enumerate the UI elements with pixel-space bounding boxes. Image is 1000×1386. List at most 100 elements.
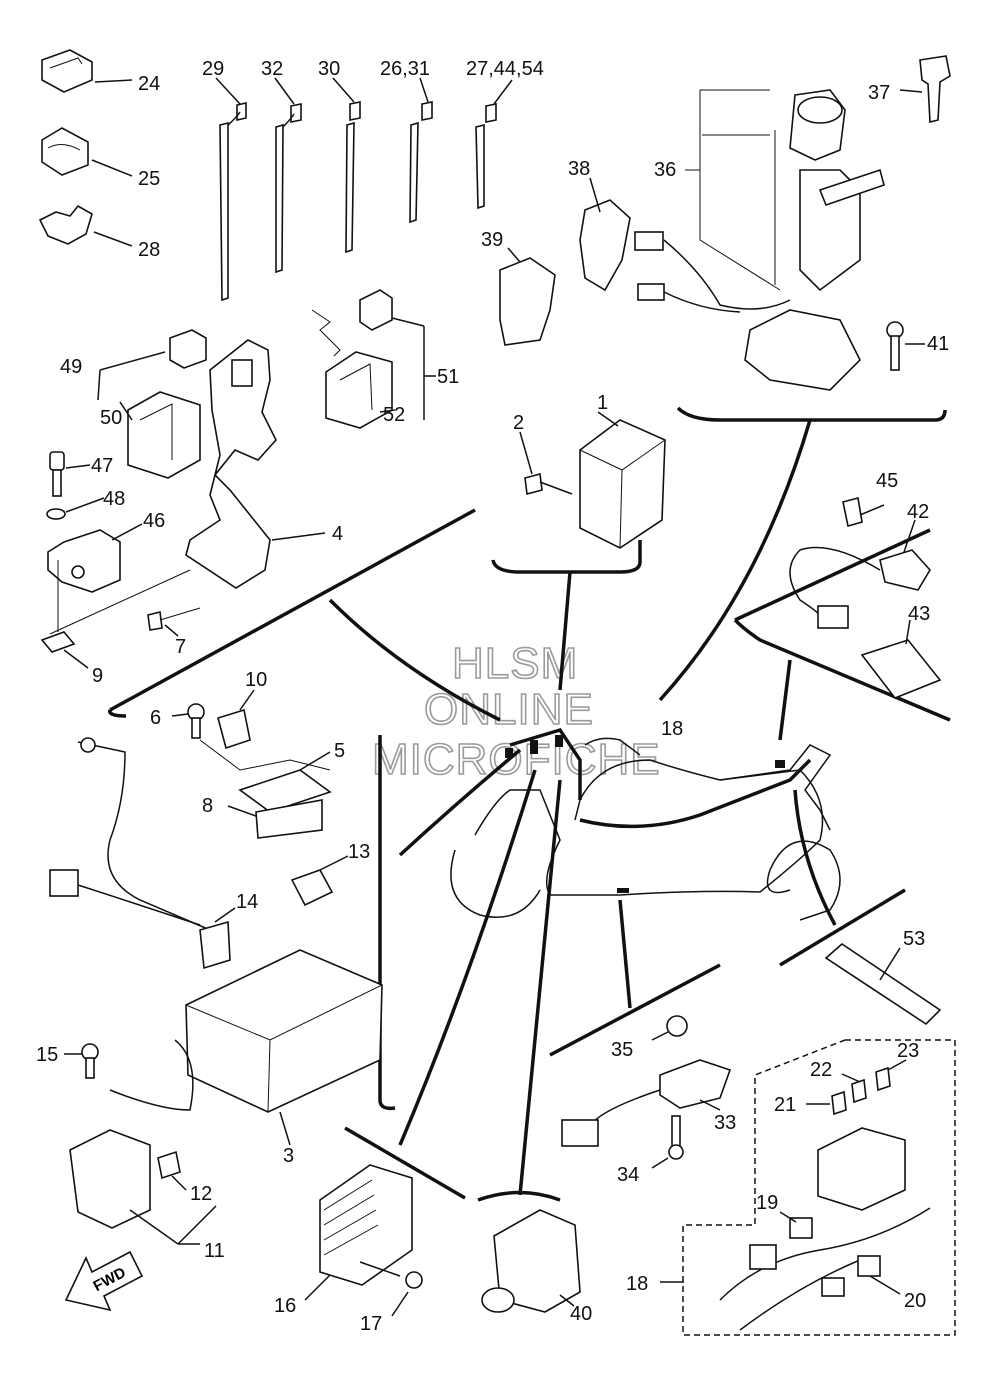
label-18-top: 18 xyxy=(661,718,683,740)
label-1: 1 xyxy=(597,392,608,414)
part-46 xyxy=(47,529,121,593)
part-3-battery xyxy=(185,949,383,1113)
bracket-tab xyxy=(231,359,253,387)
label-51: 51 xyxy=(437,366,459,388)
part-40-group xyxy=(481,1209,581,1313)
watermark-line-1: HLSM xyxy=(452,639,578,688)
label-24: 24 xyxy=(138,73,160,95)
label-28: 28 xyxy=(138,239,160,261)
main-switch-base xyxy=(744,309,861,391)
part-23 xyxy=(875,1066,891,1092)
part-11 xyxy=(69,1129,151,1229)
cable-tie-30 xyxy=(332,77,361,254)
label-49: 49 xyxy=(60,356,82,378)
label-26-31: 26,31 xyxy=(380,58,430,80)
clip-25 xyxy=(41,127,89,176)
part-50 xyxy=(127,391,201,479)
label-14: 14 xyxy=(236,891,258,913)
fwd-arrow: FWD xyxy=(64,1250,144,1312)
connector-a xyxy=(634,231,664,251)
label-53: 53 xyxy=(903,928,925,950)
label-9: 9 xyxy=(92,665,103,687)
sensor-connector xyxy=(817,605,849,629)
boundary-lean-sensor xyxy=(734,528,931,622)
fuse-inset-connector-b xyxy=(821,1277,845,1297)
lean-sensor-group xyxy=(789,497,942,699)
part-8 xyxy=(255,799,323,839)
fuse-inset-connector-a xyxy=(749,1244,777,1270)
group-leaders xyxy=(328,419,837,1196)
part-labels: 1 2 3 4 5 6 7 8 9 10 11 12 13 14 15 16 1… xyxy=(36,58,949,1335)
label-20: 20 xyxy=(904,1290,926,1312)
main-switch-key xyxy=(818,168,885,207)
label-23: 23 xyxy=(897,1040,919,1062)
boundary-upper-left xyxy=(109,508,476,712)
part-13 xyxy=(290,869,334,907)
cable-tie-29 xyxy=(215,77,247,302)
part-1-ecu xyxy=(579,419,666,549)
label-33: 33 xyxy=(714,1112,736,1134)
fuse-box-inset xyxy=(660,1039,956,1336)
clips-and-ties xyxy=(38,49,513,302)
part-48 xyxy=(46,508,66,520)
rectifier-group xyxy=(304,1164,423,1317)
motorcycle-silhouette xyxy=(450,727,841,921)
part-17 xyxy=(359,1261,423,1317)
label-27-44-54: 27,44,54 xyxy=(466,58,544,80)
label-34: 34 xyxy=(617,1164,639,1186)
label-15: 15 xyxy=(36,1044,58,1066)
boundary-rectifier xyxy=(344,1126,466,1200)
label-42: 42 xyxy=(907,501,929,523)
connector-b xyxy=(637,283,665,301)
label-43: 43 xyxy=(908,603,930,625)
part-37-key xyxy=(919,55,951,124)
part-39 xyxy=(499,257,556,346)
ecu-group xyxy=(519,411,666,549)
part-21 xyxy=(831,1090,847,1116)
label-2: 2 xyxy=(513,412,524,434)
boundary-ecu xyxy=(491,540,642,574)
label-45: 45 xyxy=(876,470,898,492)
part-10 xyxy=(217,708,251,750)
battery-group: FWD xyxy=(49,689,383,1312)
label-52: 52 xyxy=(383,404,405,426)
part-41 xyxy=(886,321,925,371)
part-5 xyxy=(238,769,332,813)
label-40: 40 xyxy=(570,1303,592,1325)
part-33 xyxy=(659,1059,732,1109)
part-9 xyxy=(40,631,76,653)
part-53 xyxy=(824,942,942,1026)
part-20 xyxy=(857,1255,881,1277)
main-switch-body xyxy=(799,169,861,292)
label-48: 48 xyxy=(103,488,125,510)
label-12: 12 xyxy=(190,1183,212,1205)
cable-connector xyxy=(49,869,79,897)
main-switch-group xyxy=(499,55,951,391)
boundary-main-switch xyxy=(676,406,947,422)
part-19 xyxy=(789,1217,813,1239)
label-37: 37 xyxy=(868,82,890,104)
label-36: 36 xyxy=(654,159,676,181)
sensor-connector-33 xyxy=(561,1119,599,1147)
boundary-53 xyxy=(779,888,906,967)
part-15 xyxy=(64,1043,99,1079)
label-5: 5 xyxy=(334,740,345,762)
clip-28 xyxy=(38,204,93,245)
label-8: 8 xyxy=(202,795,213,817)
label-21: 21 xyxy=(774,1094,796,1116)
part-14 xyxy=(199,920,231,970)
part-49 xyxy=(169,329,207,369)
label-18-bottom: 18 xyxy=(626,1273,648,1295)
watermark: HLSM ONLINE MICROFICHE xyxy=(371,638,660,785)
label-11: 11 xyxy=(204,1240,225,1262)
part-7 xyxy=(147,611,163,631)
label-25: 25 xyxy=(138,168,160,190)
part-43 xyxy=(860,639,942,699)
cable-tie-27-44-54 xyxy=(475,79,513,210)
part-38 xyxy=(579,199,631,292)
label-3: 3 xyxy=(283,1145,294,1167)
clip-24 xyxy=(41,49,93,93)
part-35 xyxy=(651,1015,688,1041)
sensor-33-group xyxy=(561,1015,732,1169)
label-4: 4 xyxy=(332,523,343,545)
